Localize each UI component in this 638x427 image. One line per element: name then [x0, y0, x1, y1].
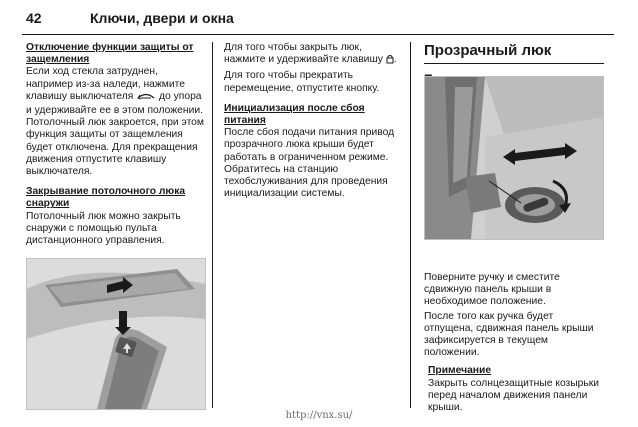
- column-2: Для того чтобы закрыть люк, нажмите и уд…: [224, 42, 402, 202]
- close-instruction: Для того чтобы закрыть люк, нажмите и уд…: [224, 42, 402, 68]
- section-heading-sunroof: Прозрачный люк: [424, 42, 552, 59]
- column-1: Отключение функции защиты от защемления …: [26, 42, 206, 249]
- note-block: Примечание Закрыть солнцезащитные козырь…: [428, 365, 604, 414]
- section-title-anti-pinch: Отключение функции защиты от защемления: [26, 42, 194, 66]
- anti-pinch-text: Если ход стекла затруднен, например из-з…: [26, 66, 204, 178]
- note-label: Примечание: [428, 365, 492, 377]
- page-number: 42: [26, 10, 42, 26]
- footer-url[interactable]: http://vnx.su/: [285, 410, 353, 421]
- chapter-title: Ключи, двери и окна: [90, 10, 234, 26]
- remote-key-illustration: [26, 258, 206, 410]
- initialization-text: После сбоя подачи питания привод прозрач…: [224, 127, 395, 200]
- stop-instruction: Для того чтобы прекратить перемещение, о…: [224, 70, 380, 94]
- close-outside-text: Потолочный люк можно закрыть снаружи с п…: [26, 210, 181, 247]
- roof-instruction-1: Поверните ручку и сместите сдвижную пане…: [424, 272, 560, 308]
- panoramic-roof-illustration: [424, 76, 604, 240]
- note-text: Закрыть солнцезащитные козырьки перед на…: [428, 377, 600, 414]
- column-divider-2: [410, 42, 411, 408]
- page-header: 42 Ключи, двери и окна: [22, 8, 618, 30]
- sunroof-switch-icon: [136, 91, 156, 105]
- column-divider-1: [212, 42, 213, 408]
- header-divider: [22, 34, 614, 35]
- column-3: Прозрачный люк Панорамная крыша Повернит…: [424, 42, 604, 416]
- section-title-close-outside: Закрывание потолочного люка снаружи: [26, 186, 186, 210]
- section-title-initialization: Инициализация после сбоя питания: [224, 102, 365, 127]
- key-lock-icon: [386, 54, 394, 68]
- roof-instruction-2: После того как ручка будет отпущена, сдв…: [424, 310, 594, 359]
